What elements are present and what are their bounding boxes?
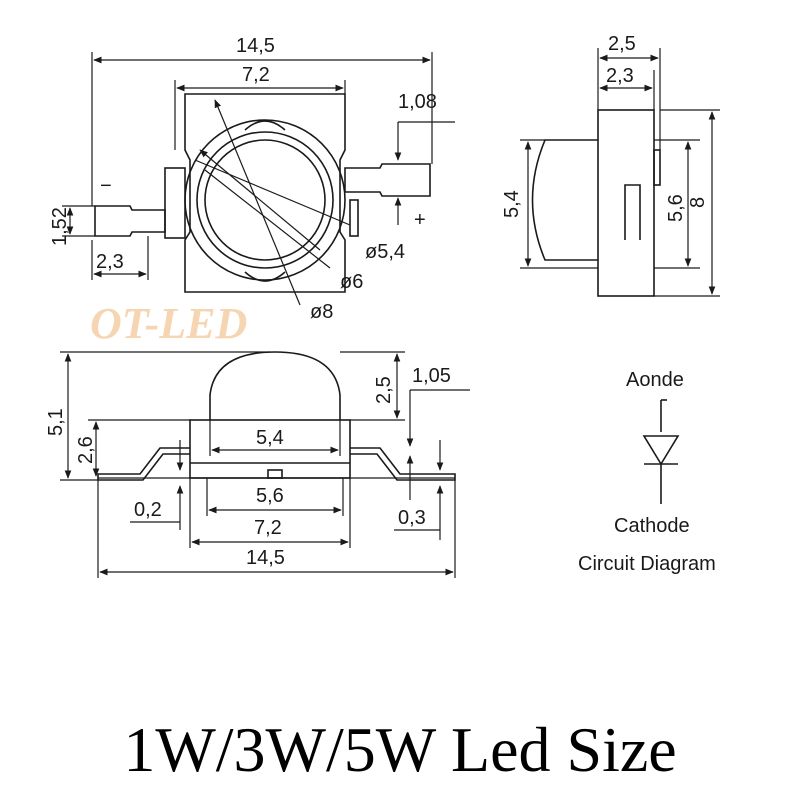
lens-height-label: 5,4	[501, 190, 523, 218]
outer-diameter-circle	[184, 119, 346, 281]
top-view: − + 14,5 7,2 1,08 1,52 2,3 ø5,4 ø6 ø8	[49, 35, 455, 323]
top-view-top-notch	[244, 120, 286, 131]
circuit-diagram: Aonde Cathode Circuit Diagram	[578, 369, 716, 575]
outer-diameter-label: ø8	[310, 301, 333, 323]
lens-circle	[204, 139, 326, 261]
front-left-lead	[97, 447, 190, 481]
minus-sign: −	[100, 175, 112, 197]
right-lead	[344, 163, 431, 197]
side-view: 2,5 2,3 5,4 5,6 8	[501, 33, 720, 297]
front-view-lens	[209, 351, 341, 420]
front-base-width-label: 5,6	[256, 485, 284, 507]
side-view-lead-tab	[653, 149, 661, 186]
front-overall-width-label: 14,5	[246, 547, 285, 569]
front-lead-offset-label: 1,05	[412, 365, 451, 387]
right-lead-thickness-label: 0,3	[398, 507, 426, 529]
front-body-height-label: 2,6	[75, 436, 97, 464]
side-view-lens	[531, 139, 598, 261]
side-view-lead	[624, 184, 641, 240]
front-lens-height-label: 2,5	[373, 376, 395, 404]
front-view: 5,1 2,6 2,5 1,05 5,4 5,6 7,2 14,5	[45, 351, 470, 578]
plus-sign: +	[414, 209, 426, 231]
left-lead-thickness-label: 0,2	[134, 499, 162, 521]
cathode-label: Cathode	[614, 515, 690, 537]
anode-label: Aonde	[626, 369, 684, 391]
lead-length-label: 2,3	[96, 251, 124, 273]
overall-height-label: 8	[687, 197, 709, 208]
led-dimension-drawing: OT-LED − + 14,5 7,2	[45, 33, 720, 578]
front-lens-width-label: 5,4	[256, 427, 284, 449]
left-lead	[94, 205, 166, 237]
right-lead-slot	[349, 199, 359, 237]
body-height-label: 5,6	[665, 194, 687, 222]
top-view-bottom-notch	[244, 271, 286, 282]
left-lead-tab	[164, 167, 186, 239]
side-view-body	[597, 109, 655, 297]
top-view-body-outline	[184, 93, 346, 293]
top-width-inner-label: 2,3	[606, 65, 634, 87]
ring-diameter-leader	[204, 169, 331, 269]
lens-diameter-label: ø5,4	[365, 241, 405, 263]
front-right-lead	[350, 447, 456, 481]
front-overall-height-label: 5,1	[45, 408, 67, 436]
watermark: OT-LED	[90, 299, 247, 348]
caption-title: 1W/3W/5W Led Size	[123, 714, 677, 785]
front-view-pad	[267, 469, 283, 479]
lead-width-label: 1,52	[49, 207, 71, 246]
diagonal-leader	[194, 159, 351, 226]
lens-diameter-leader	[199, 149, 321, 251]
diode-symbol	[642, 435, 680, 466]
body-length-label: 7,2	[242, 64, 270, 86]
outer-diameter-leader	[214, 99, 301, 306]
ring-diameter-label: ø6	[340, 271, 363, 293]
ring-circle	[196, 131, 334, 269]
overall-length-label: 14,5	[236, 35, 275, 57]
front-body-width-label: 7,2	[254, 517, 282, 539]
circuit-diagram-title: Circuit Diagram	[578, 553, 716, 575]
lead-thickness-label: 1,08	[398, 91, 437, 113]
top-width-outer-label: 2,5	[608, 33, 636, 55]
